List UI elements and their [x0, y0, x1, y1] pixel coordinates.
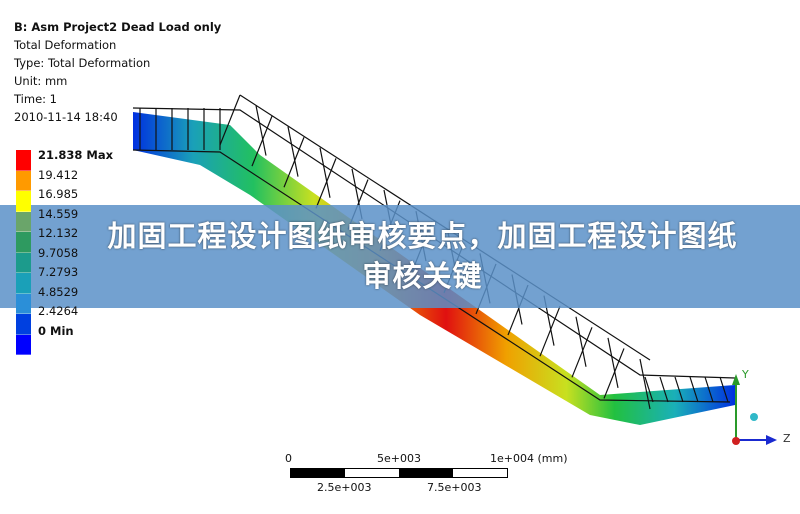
legend-swatch — [16, 150, 31, 171]
legend-swatch — [16, 273, 31, 294]
scale-label-5e3: 5e+003 — [377, 452, 421, 465]
truss-member — [315, 158, 337, 209]
title-banner: 加固工程设计图纸审核要点，加固工程设计图纸审核关键 — [0, 205, 800, 308]
legend-label: 7.2793 — [38, 265, 79, 279]
truss-member — [283, 137, 305, 188]
result-name: Total Deformation — [14, 38, 117, 52]
legend-swatch — [16, 232, 31, 253]
truss-member — [639, 358, 651, 410]
legend-labels: 21.838 Max 19.412 16.985 14.559 12.132 9.7058… — [38, 146, 114, 341]
legend-label: 4.8529 — [38, 284, 79, 299]
z-axis-label: Z — [783, 432, 791, 445]
scale-label-2.5e3: 2.5e+003 — [317, 481, 372, 494]
analysis-title: B: Asm Project2 Dead Load only — [14, 20, 222, 34]
truss-member — [659, 376, 669, 403]
truss-member — [674, 376, 684, 403]
banner-text: 加固工程设计图纸审核要点，加固工程设计图纸审核关键 — [107, 219, 738, 293]
truss-member — [539, 305, 561, 357]
truss-member — [575, 316, 587, 367]
legend-label: 16.985 — [38, 187, 79, 201]
result-type: Type: Total Deformation — [14, 56, 151, 70]
legend-label: 2.4264 — [38, 304, 79, 318]
legend-label: 21.838 Max — [38, 148, 114, 162]
legend-label: 0 Min — [38, 323, 74, 338]
legend-swatch — [16, 293, 31, 314]
truss-member — [644, 376, 654, 403]
legend-label: 14.559 — [38, 206, 79, 221]
legend-swatch — [16, 170, 31, 191]
result-info: B: Asm Project2 Dead Load only Total Def… — [14, 18, 221, 126]
result-date: 2010-11-14 18:40 — [14, 110, 118, 124]
deformed-structure — [133, 112, 735, 425]
truss-member — [319, 147, 331, 198]
scale-label-1e4: 1e+004 (mm) — [490, 452, 568, 465]
truss-member — [704, 376, 714, 403]
legend-label: 9.7058 — [38, 245, 79, 260]
truss-member — [603, 348, 625, 399]
axis-triad: Y Z — [732, 368, 791, 445]
truss-member — [219, 94, 241, 146]
legend-label: 19.412 — [38, 167, 79, 182]
legend-color-bar — [16, 150, 31, 355]
legend-swatch — [16, 191, 31, 212]
legend-swatch — [16, 314, 31, 335]
result-unit: Unit: mm — [14, 74, 68, 88]
scale-label-0: 0 — [285, 452, 292, 465]
legend-swatch — [16, 252, 31, 273]
result-time: Time: 1 — [14, 92, 57, 106]
truss-member — [287, 126, 299, 177]
truss-member — [255, 105, 267, 156]
scale-label-7.5e3: 7.5e+003 — [427, 481, 482, 494]
y-axis-label: Y — [741, 368, 749, 381]
legend-swatch — [16, 334, 31, 355]
truss-member — [719, 376, 729, 403]
truss-member — [251, 115, 273, 167]
truss-member — [571, 327, 593, 378]
truss-member — [689, 376, 699, 403]
legend-swatch — [16, 211, 31, 232]
truss-member — [607, 337, 619, 388]
legend-label: 12.132 — [38, 226, 79, 240]
